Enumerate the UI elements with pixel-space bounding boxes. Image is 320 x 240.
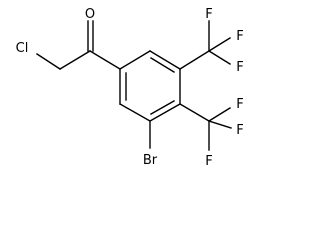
carbonyl-oxygen-label: O — [85, 7, 95, 22]
bond-carbonyl-ch2 — [59, 50, 91, 70]
chlorine-label: Cl — [16, 41, 29, 56]
bond-ch2-chlorine — [36, 53, 61, 70]
cf3-upper-fluorine-right: F — [236, 29, 243, 44]
bond-cf3-lower-f-right — [208, 120, 232, 129]
chloroacetyl-group: O Cl — [16, 7, 121, 70]
bromine-substituent: Br — [143, 120, 158, 168]
bond-ring-cf3-upper — [179, 50, 210, 70]
cf3-lower-fluorine-right: F — [236, 123, 243, 138]
bond-cf3-upper-f-right — [208, 37, 231, 52]
ring-bond-c2-c3 — [149, 50, 181, 70]
benzene-ring — [119, 50, 181, 122]
cf3-upper-fluorine-bottom: F — [236, 60, 243, 75]
ring-bond-c4-c5 — [149, 103, 181, 122]
bond-cf3-lower-f-top — [208, 107, 231, 122]
cf3-group-lower: F F F — [179, 97, 244, 169]
ring-double-bond-c2-c3 — [150, 57, 175, 73]
bond-ring-carbonyl — [89, 50, 121, 70]
chemical-structure-diagram: O Cl Br F F F F F F — [16, 7, 244, 169]
cf3-lower-fluorine-bottom: F — [205, 154, 212, 169]
ring-bond-c5-c6 — [119, 103, 151, 122]
cf3-lower-fluorine-top: F — [236, 97, 243, 112]
ring-bond-c1-c2 — [119, 50, 151, 70]
bromine-label: Br — [143, 153, 158, 168]
bond-ring-cf3-lower — [179, 103, 210, 122]
ring-double-bond-c4-c5 — [150, 100, 175, 115]
bond-cf3-upper-f-bottom — [208, 50, 231, 65]
cf3-upper-fluorine-top: F — [205, 7, 212, 22]
cf3-group-upper: F F F — [179, 7, 244, 75]
